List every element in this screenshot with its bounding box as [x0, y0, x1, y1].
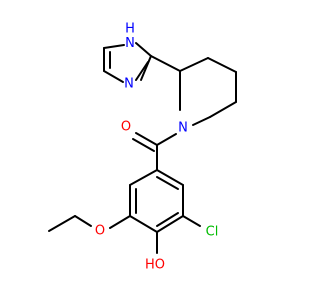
piperidine-ring	[179, 57, 237, 126]
atom-label-ether-o: O	[95, 224, 105, 239]
bond	[156, 212, 179, 227]
bond	[209, 101, 237, 118]
bond	[150, 55, 181, 72]
benzene-ring	[129, 169, 184, 233]
bond	[179, 57, 209, 72]
bond	[132, 138, 155, 152]
atom-label-piperidine-n: N	[178, 121, 188, 136]
bond	[135, 61, 149, 81]
atom-label-imidazole-n: N	[124, 77, 134, 92]
bond	[48, 215, 76, 232]
bond	[74, 215, 92, 227]
bond	[156, 215, 184, 233]
bond	[207, 57, 237, 73]
atom-label-carbonyl-o: O	[121, 120, 131, 135]
molecule-structure: N H N N O O Cl HO	[0, 0, 300, 300]
bond	[156, 176, 179, 190]
bond	[103, 44, 125, 49]
bond	[192, 116, 211, 126]
bond	[129, 215, 158, 233]
bond	[129, 169, 158, 186]
bond	[109, 215, 131, 229]
bond	[156, 133, 177, 146]
bond	[103, 70, 124, 83]
bond	[156, 169, 184, 186]
bond	[135, 132, 158, 146]
bond	[140, 55, 152, 81]
canvas-background	[0, 0, 300, 300]
atom-label-chlorine: Cl	[206, 225, 219, 240]
bond	[182, 215, 201, 227]
bond	[135, 42, 152, 57]
imidazole-ring	[103, 42, 152, 83]
atom-label-nh: N	[125, 36, 135, 51]
atom-label-hydroxyl: HO	[145, 258, 165, 273]
atom-label-nh-h: H	[125, 22, 135, 37]
